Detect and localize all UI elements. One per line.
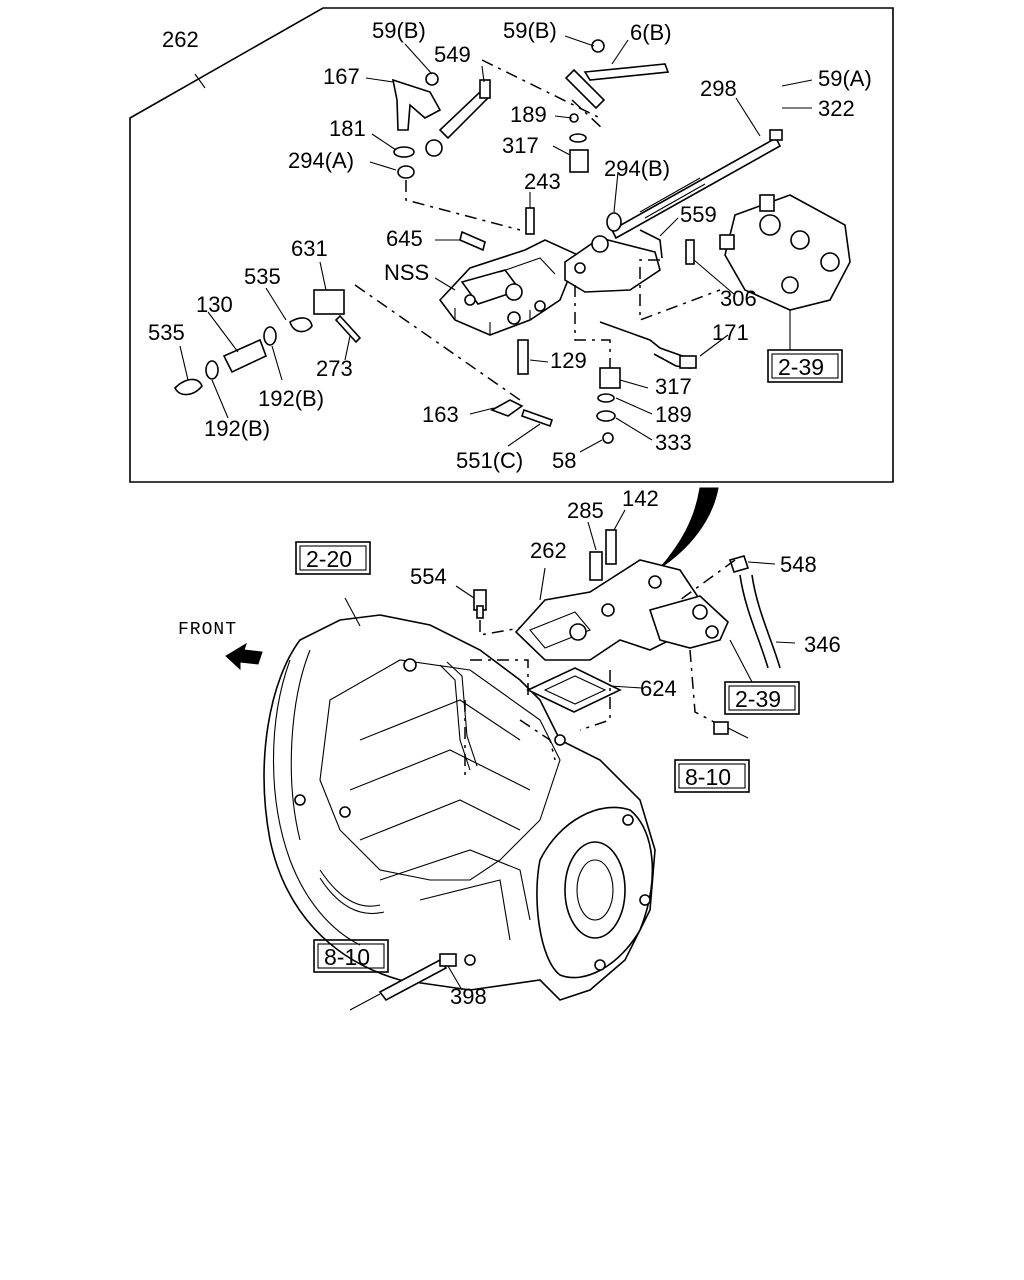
callout-181: 181 bbox=[329, 116, 366, 141]
callout-142: 142 bbox=[622, 486, 659, 511]
callout-59a: 59(A) bbox=[818, 66, 872, 91]
bellcrank-6b bbox=[564, 39, 670, 110]
valve-assembly-top bbox=[719, 194, 851, 311]
bolt-554 bbox=[473, 589, 487, 619]
ref-box-2-39-top[interactable]: 2-39 bbox=[767, 349, 843, 383]
leader-lines-bottom bbox=[344, 509, 796, 991]
ref-2-39-bottom-label: 2-39 bbox=[735, 686, 781, 712]
ref-box-8-10-left[interactable]: 8-10 bbox=[313, 939, 389, 973]
assembly-lines-top bbox=[354, 59, 721, 401]
transmission-housing bbox=[263, 614, 656, 1001]
callout-189-b: 189 bbox=[655, 402, 692, 427]
ref-box-2-39-bottom[interactable]: 2-39 bbox=[724, 681, 800, 715]
callout-163: 163 bbox=[422, 402, 459, 427]
callout-317-b: 317 bbox=[655, 374, 692, 399]
callout-554: 554 bbox=[410, 564, 447, 589]
ref-2-39-top-label: 2-39 bbox=[778, 354, 824, 380]
gasket-624 bbox=[526, 667, 622, 713]
ref-8-10-left-label: 8-10 bbox=[324, 944, 370, 970]
callout-535-b: 535 bbox=[148, 320, 185, 345]
callout-624: 624 bbox=[640, 676, 677, 701]
callout-167: 167 bbox=[323, 64, 360, 89]
callout-130: 130 bbox=[196, 292, 233, 317]
callout-535-a: 535 bbox=[244, 264, 281, 289]
ref-8-10-right-label: 8-10 bbox=[685, 764, 731, 790]
callout-59b-b: 59(B) bbox=[503, 18, 557, 43]
callout-192b-a: 192(B) bbox=[258, 386, 324, 411]
callout-192b-b: 192(B) bbox=[204, 416, 270, 441]
callout-551c: 551(C) bbox=[456, 448, 523, 473]
callout-306: 306 bbox=[720, 286, 757, 311]
front-arrow-icon bbox=[225, 642, 263, 671]
fasteners-top bbox=[174, 113, 697, 444]
callout-294a: 294(A) bbox=[288, 148, 354, 173]
callout-243: 243 bbox=[524, 169, 561, 194]
connector-8-10-right bbox=[713, 721, 749, 739]
callout-273: 273 bbox=[316, 356, 353, 381]
callout-548: 548 bbox=[780, 552, 817, 577]
callout-549: 549 bbox=[434, 42, 471, 67]
callout-262-top: 262 bbox=[162, 27, 199, 52]
callout-559: 559 bbox=[680, 202, 717, 227]
ref-box-2-20[interactable]: 2-20 bbox=[295, 541, 371, 575]
top-cover-262 bbox=[514, 529, 729, 661]
callout-294b: 294(B) bbox=[604, 156, 670, 181]
callout-298: 298 bbox=[700, 76, 737, 101]
callout-171: 171 bbox=[712, 320, 749, 345]
callout-262-bottom: 262 bbox=[530, 538, 567, 563]
front-label: FRONT bbox=[178, 620, 237, 640]
callout-6b: 6(B) bbox=[630, 20, 672, 45]
callout-189-a: 189 bbox=[510, 102, 547, 127]
assembly-lines-bottom bbox=[464, 559, 736, 780]
callout-129: 129 bbox=[550, 348, 587, 373]
callout-nss: NSS bbox=[384, 260, 429, 285]
ref-box-8-10-right[interactable]: 8-10 bbox=[674, 759, 750, 793]
rod-end-549 bbox=[425, 79, 491, 157]
callout-346: 346 bbox=[804, 632, 841, 657]
assembly-frame bbox=[129, 7, 894, 483]
shift-housing bbox=[438, 239, 580, 336]
callout-322: 322 bbox=[818, 96, 855, 121]
callout-labels: 262 59(B) 549 59(B) 6(B) 167 298 59(A) 3… bbox=[148, 18, 872, 1009]
leader-lines-top bbox=[179, 35, 813, 453]
sensor-398 bbox=[349, 953, 457, 1011]
callout-645: 645 bbox=[386, 226, 423, 251]
curved-arrow-icon bbox=[659, 487, 719, 569]
ref-2-20-label: 2-20 bbox=[306, 546, 352, 572]
hose-346 bbox=[728, 555, 781, 669]
shift-rod-bracket bbox=[564, 129, 783, 293]
callout-285: 285 bbox=[567, 498, 604, 523]
callout-59b-a: 59(B) bbox=[372, 18, 426, 43]
callout-58: 58 bbox=[552, 448, 576, 473]
callout-631: 631 bbox=[291, 236, 328, 261]
callout-333: 333 bbox=[655, 430, 692, 455]
callout-317-a: 317 bbox=[502, 133, 539, 158]
callout-398: 398 bbox=[450, 984, 487, 1009]
lever-167 bbox=[391, 72, 442, 179]
